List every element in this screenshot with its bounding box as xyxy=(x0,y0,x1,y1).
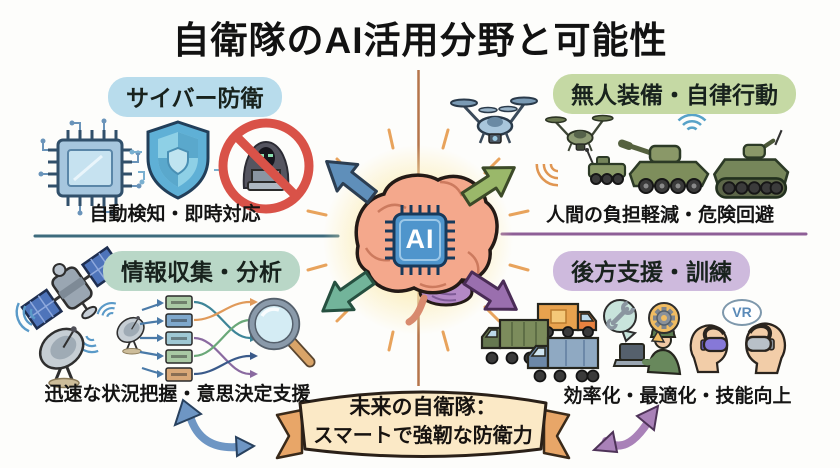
vr-speech-bubble: VR xyxy=(722,299,762,326)
label-unmanned-autonomous: 無人装備・自律行動 xyxy=(553,74,796,114)
banner-ribbon xyxy=(275,390,571,460)
signal-arcs-icon xyxy=(531,155,567,191)
connector-arrow-left xyxy=(173,398,257,458)
hacker-blocked-icon xyxy=(218,118,314,214)
drone-small-icon xyxy=(545,114,614,152)
caption-cyber-defense: 自動検知・即時対応 xyxy=(89,204,261,225)
connector-arrow-right xyxy=(591,404,660,454)
label-logistics-training: 後方支援・訓練 xyxy=(553,251,750,291)
drone-icon xyxy=(450,96,538,144)
banner-text-line1: 未来の自衛隊： xyxy=(349,396,497,419)
ai-chip-icon xyxy=(385,205,455,275)
caption-unmanned-autonomous: 人間の負担軽減・危険回避 xyxy=(545,205,774,226)
data-flow-icon xyxy=(139,295,258,382)
ai-chip-label: AI xyxy=(405,224,435,254)
banner-text-line2: スマートで強靭な防衛力 xyxy=(313,425,533,447)
ugv-robot-icon xyxy=(585,148,627,185)
signal-arcs-icon xyxy=(94,298,121,322)
dish-antenna-small-icon xyxy=(111,311,151,355)
dish-antenna-large-icon xyxy=(31,318,94,389)
caption-intel-analysis: 迅速な状況把握・意思決定支援 xyxy=(44,384,311,405)
magnifier-icon xyxy=(247,297,316,368)
armored-vehicle-icon xyxy=(712,129,790,199)
shield-icon xyxy=(129,120,227,200)
truck-blue-icon xyxy=(526,336,600,383)
page-title: 自衛隊のAI活用分野と可能性 xyxy=(172,20,668,61)
tank-icon xyxy=(618,113,710,194)
gear-bubble-icon xyxy=(648,302,680,343)
wrench-bubble-icon xyxy=(603,299,638,343)
label-cyber-defense: サイバー防衛 xyxy=(108,77,282,117)
vr-person-right-icon xyxy=(745,322,787,375)
cpu-chip-icon xyxy=(38,118,142,216)
caption-logistics-training: 効率化・最適化・技能向上 xyxy=(563,386,792,407)
vr-person-left-icon xyxy=(689,324,729,374)
label-intel-analysis: 情報収集・分析 xyxy=(103,251,300,291)
